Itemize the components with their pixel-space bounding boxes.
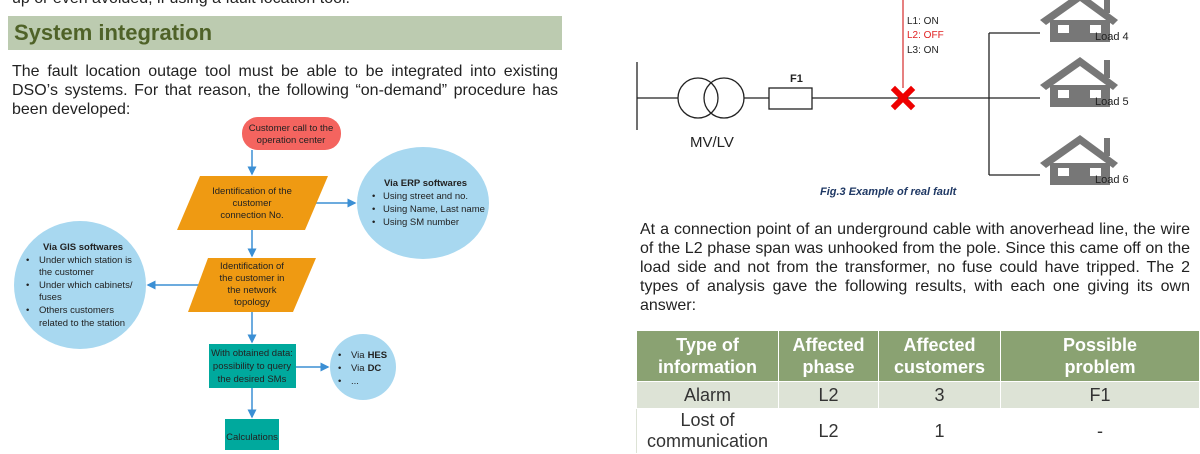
calculations-node (225, 419, 279, 450)
fuse-label: F1 (790, 73, 803, 85)
cell-phase: L2 (778, 408, 879, 454)
fuse-icon (768, 87, 813, 110)
cell-problem: - (1000, 408, 1200, 454)
cell-phase: L2 (778, 381, 879, 409)
phase-l2: L2: OFF (907, 30, 944, 41)
gis-text: Via GIS softwares •Under which station i… (26, 242, 135, 329)
cell-customers: 1 (878, 408, 1001, 454)
step3-node (209, 344, 296, 388)
cell-type: Alarm (636, 381, 779, 409)
section-heading: System integration (8, 16, 562, 50)
house-icon (1040, 135, 1118, 185)
load-label: Load 5 (1095, 96, 1129, 108)
transformer-label: MV/LV (690, 134, 734, 151)
phase-l1: L1: ON (907, 16, 939, 27)
step2-node (188, 258, 316, 312)
erp-bubble (357, 147, 489, 259)
transformer-icon (677, 77, 719, 119)
load-label: Load 4 (1095, 31, 1129, 43)
cell-problem: F1 (1000, 381, 1200, 409)
erp-text: Via ERP softwares •Using street and no. … (372, 178, 488, 228)
calculations-text: Calculations (226, 432, 278, 443)
phase-l3: L3: ON (907, 45, 939, 56)
house-icon (1040, 0, 1118, 42)
start-node (242, 117, 341, 150)
load-label: Load 6 (1095, 174, 1129, 186)
analysis-paragraph: At a connection point of an underground … (640, 221, 1190, 314)
fault-x-icon (890, 85, 916, 111)
gis-bubble (14, 221, 146, 349)
query-bubble (330, 334, 396, 400)
step1-node (177, 176, 328, 230)
cut-off-text: up or even avoided, if using a fault loc… (12, 0, 350, 8)
circuit-diagram: F1 MV/LV L1: ON L2: OFF L3: ON Load 4 Lo… (636, 0, 1129, 186)
figure-caption: Fig.3 Example of real fault (820, 186, 957, 198)
house-icon (1040, 57, 1118, 107)
intro-paragraph: The fault location outage tool must be a… (12, 63, 558, 118)
cell-customers: 3 (878, 381, 1001, 409)
table-row: Alarm L2 3 F1 (636, 381, 1200, 409)
